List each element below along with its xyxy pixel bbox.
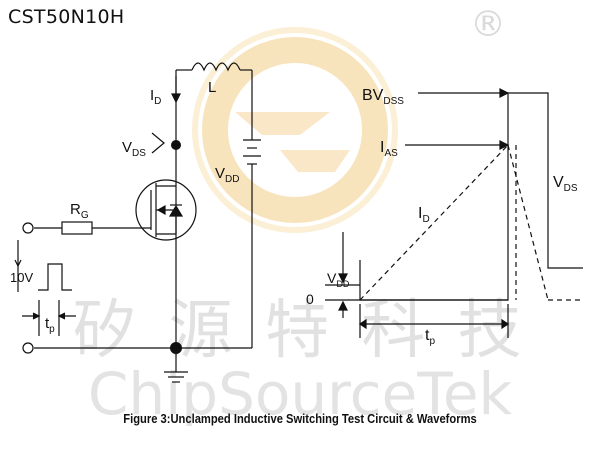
label-vdd-wave: VDD [327, 270, 350, 289]
label-vds: VDS [122, 139, 146, 159]
label-rg: RG [70, 201, 89, 221]
ground-symbol [164, 371, 188, 383]
label-tp-wave: tp [425, 327, 435, 347]
mosfet [135, 168, 197, 241]
waveforms [325, 88, 583, 338]
label-vdd: VDD [215, 165, 239, 185]
label-inductor: L [208, 79, 216, 96]
watermark: ® 矽 源 特 科 技 ChipSourceTek [72, 4, 527, 428]
label-id: ID [150, 87, 161, 107]
id-decay [507, 144, 549, 301]
gate-pulse [38, 263, 72, 291]
rg-resistor [61, 221, 93, 235]
figure-caption: Figure 3:Unclamped Inductive Switching T… [123, 411, 477, 426]
watermark-chinese: 矽 源 特 科 技 [72, 294, 527, 368]
vds-chevron [151, 132, 165, 154]
label-vds-wave: VDS [553, 174, 578, 194]
label-ias: IAS [380, 139, 398, 159]
watermark-brand: ChipSourceTek [88, 360, 513, 428]
label-pulse-amplitude: 10V [10, 270, 33, 285]
label-tp-circuit: tp [45, 315, 55, 335]
id-ramp [359, 144, 509, 301]
label-zero: 0 [306, 291, 314, 307]
label-bvdss: BVDSS [362, 87, 404, 107]
circuit-schematic [14, 62, 261, 383]
label-id-wave: ID [418, 205, 430, 225]
watermark-logo [192, 27, 398, 233]
inductor-coil [191, 62, 241, 72]
node-drain [171, 140, 181, 150]
input-terminal-top [22, 222, 34, 234]
input-terminal-bottom [22, 342, 34, 354]
node-ground [170, 342, 182, 354]
watermark-registered: ® [470, 4, 506, 45]
vdd-battery [243, 139, 261, 165]
part-number-title: CST50N10H [8, 6, 125, 28]
